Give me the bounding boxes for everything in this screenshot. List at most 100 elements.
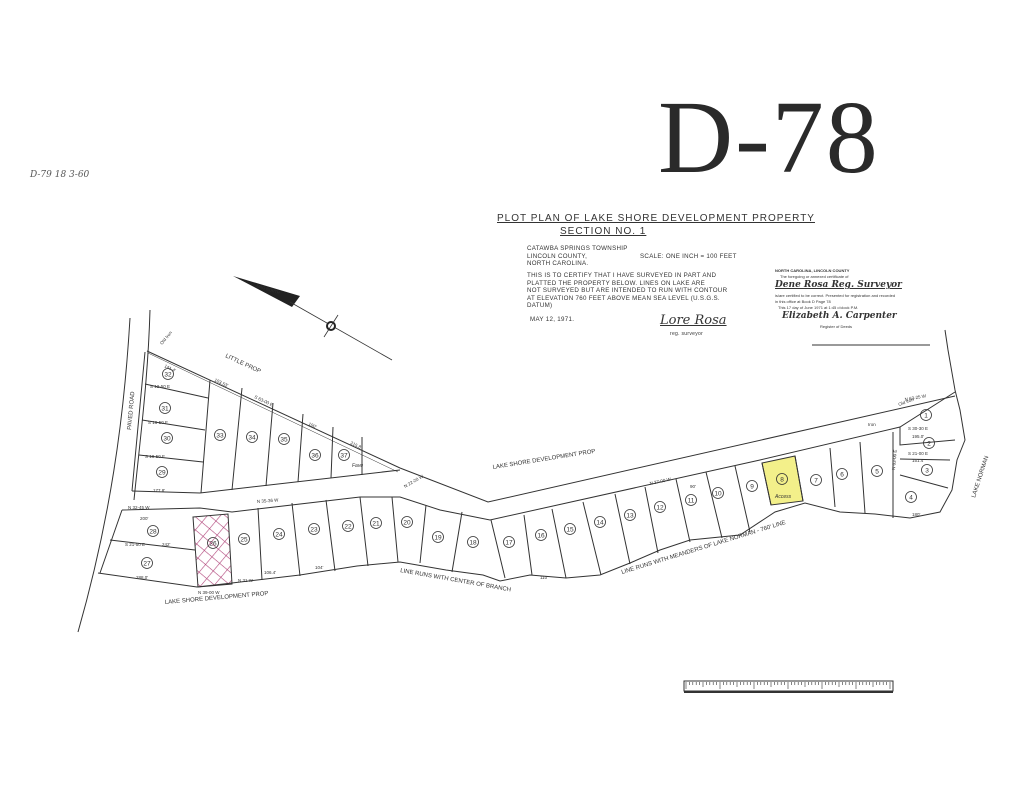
lot-34[interactable]: 34 (246, 431, 258, 443)
register-title: Register of Deeds (820, 324, 853, 329)
lot-circle (920, 409, 932, 421)
cert-line: THIS IS TO CERTIFY THAT I HAVE SURVEYED … (527, 272, 717, 279)
paved-road-label: PAVED ROAD (127, 391, 136, 430)
lot-circle (467, 536, 479, 548)
lot-circle (207, 537, 219, 549)
lot-number: 10 (714, 491, 722, 498)
lot-26[interactable]: 26 (207, 537, 219, 549)
lot-26-hatched[interactable] (192, 513, 233, 588)
lot-9[interactable]: 9 (746, 480, 758, 492)
recording-heading: NORTH CAROLINA, LINCOLN COUNTY (775, 268, 850, 273)
fave-label: Fave (352, 463, 363, 469)
lot-35[interactable]: 35 (278, 433, 290, 445)
lot-number: 23 (310, 527, 318, 534)
lot-28[interactable]: 28 (147, 525, 159, 537)
lot-number: 4 (909, 495, 913, 502)
lot-18[interactable]: 18 (467, 536, 479, 548)
lot-circle (162, 368, 174, 380)
lot-10[interactable]: 10 (712, 487, 724, 499)
lot-number: 34 (248, 435, 256, 442)
lot-circle (923, 437, 935, 449)
location-block: CATAWBA SPRINGS TOWNSHIP LINCOLN COUNTY,… (527, 245, 628, 268)
lot-13[interactable]: 13 (624, 509, 636, 521)
old-iron-label: Old Iron (898, 397, 915, 407)
lot-circle (159, 402, 171, 414)
lot-number: 17 (505, 540, 513, 547)
lot-23[interactable]: 23 (308, 523, 320, 535)
lot-37[interactable]: 37 (338, 449, 350, 461)
scale-ruler (683, 680, 894, 693)
lot-4[interactable]: 4 (905, 491, 917, 503)
lot-5[interactable]: 5 (871, 465, 883, 477)
lot-14[interactable]: 14 (594, 516, 606, 528)
lot-17[interactable]: 17 (503, 536, 515, 548)
lot-25[interactable]: 25 (238, 533, 250, 545)
distance: 110' (540, 575, 548, 580)
certification: THIS IS TO CERTIFY THAT I HAVE SURVEYED … (527, 272, 727, 310)
lot-1[interactable]: 1 (920, 409, 932, 421)
lot-30[interactable]: 30 (161, 432, 173, 444)
lot-33[interactable]: 33 (214, 429, 226, 441)
lot-number: 36 (311, 453, 319, 460)
lot-number: 2 (927, 441, 931, 448)
lot-number: 18 (469, 540, 477, 547)
lot-number: 31 (161, 406, 169, 413)
lot-circle (308, 523, 320, 535)
lot-3[interactable]: 3 (921, 464, 933, 476)
lot-15[interactable]: 15 (564, 523, 576, 535)
lot-number: 14 (596, 520, 604, 527)
lot-number: 13 (626, 513, 634, 520)
distance: 180' (912, 512, 921, 517)
lot-27[interactable]: 27 (141, 557, 153, 569)
distance: 242' (162, 542, 171, 547)
lot-circle (238, 533, 250, 545)
distance: 177.8' (153, 488, 165, 493)
lot-circle (147, 525, 159, 537)
boundary-lines (77, 309, 966, 633)
lot-number: 11 (688, 498, 695, 505)
lot-11[interactable]: 11 (685, 494, 697, 506)
lot-number: 1 (924, 413, 928, 420)
bearing: S 21-50 E (125, 542, 145, 547)
branch-line-label: LINE RUNS WITH CENTER OF BRANCH (400, 568, 512, 593)
document-id: D-78 (658, 80, 880, 195)
lot-circle (309, 449, 321, 461)
lot-12[interactable]: 12 (654, 501, 666, 513)
lot-8[interactable]: 8 (776, 473, 788, 485)
lot-circle (278, 433, 290, 445)
lot-31[interactable]: 31 (159, 402, 171, 414)
lot-22[interactable]: 22 (342, 520, 354, 532)
distance: 103.53' (214, 377, 229, 388)
lot-number: 15 (566, 527, 574, 534)
lot-number: 25 (240, 537, 248, 544)
bearing: N 37-00 W (649, 476, 672, 486)
lot-number: 30 (163, 436, 171, 443)
lot-21[interactable]: 21 (370, 517, 382, 529)
bearing: N 39-00 W (198, 590, 220, 595)
lot-19[interactable]: 19 (432, 531, 444, 543)
surveyor-signature: Lore Rosa (660, 313, 727, 328)
lot-number: 24 (275, 532, 283, 539)
lot-circle (836, 468, 848, 480)
distance: 104' (315, 565, 324, 570)
north-arrow-label: MAG NORTH (256, 283, 281, 295)
lot-number: 33 (216, 433, 224, 440)
lot-24[interactable]: 24 (273, 528, 285, 540)
recording-signature: Dene Rosa Reg. Surveyor (775, 280, 902, 290)
lot-circle (156, 466, 168, 478)
bearing: N 03-00 E (891, 449, 898, 470)
lot-2[interactable]: 2 (923, 437, 935, 449)
bearing: N 31 W (238, 578, 254, 583)
lot-6[interactable]: 6 (836, 468, 848, 480)
lot-number: 19 (434, 535, 442, 542)
little-prop-label: LITTLE PROP (224, 353, 261, 375)
lot-20[interactable]: 20 (401, 516, 413, 528)
lot-7[interactable]: 7 (810, 474, 822, 486)
lot-36[interactable]: 36 (309, 449, 321, 461)
lot-16[interactable]: 16 (535, 529, 547, 541)
bearing: S 21-00 E (908, 451, 928, 456)
map-labels: LITTLE PROP PAVED ROAD LAKE SHORE DEVELO… (125, 330, 990, 606)
lot-number: 3 (925, 468, 929, 475)
lot-32[interactable]: 32 (162, 368, 174, 380)
lot-29[interactable]: 29 (156, 466, 168, 478)
